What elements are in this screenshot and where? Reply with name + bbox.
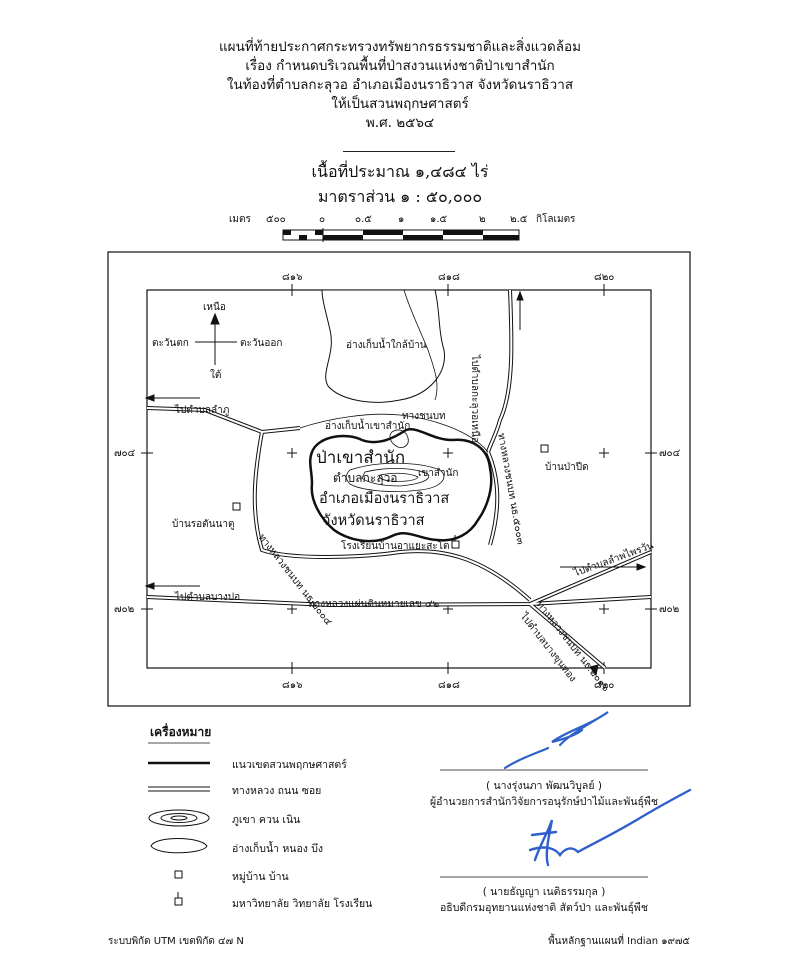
compass-west: ตะวันตก bbox=[152, 338, 189, 349]
highway-42-label: ทางหลวงแผ่นดินหมายเลข ๔๒ bbox=[308, 599, 440, 610]
scale-unit-right: กิโลเมตร bbox=[536, 214, 576, 225]
footer-datum: พื้นหลักฐานแผนที่ Indian ๑๙๗๕ bbox=[548, 936, 690, 947]
reservoir-north-label: อ่างเก็บน้ำใกล้บ้าน bbox=[346, 340, 427, 351]
title-line-3: ในท้องที่ตำบลกะลุวอ อำเภอเมืองนราธิวาส จ… bbox=[226, 77, 574, 93]
title-line-4: ให้เป็นสวนพฤกษศาสตร์ bbox=[331, 96, 469, 112]
botanical-garden-boundary bbox=[308, 428, 493, 543]
grid-label-top: ๘๒๐ bbox=[594, 272, 615, 283]
rural-track bbox=[299, 413, 489, 453]
outer-map-frame bbox=[107, 251, 691, 707]
to-kaluwo-nuea-label: ไปตำบลกะลุวอเหนือ bbox=[469, 355, 480, 443]
signer-1-position: ผู้อำนวยการสำนักวิจัยการอนุรักษ์ป่าไม้แล… bbox=[430, 796, 658, 808]
map-title-block: แผนที่ท้ายประกาศกระทรวงทรัพยากรธรรมชาติแ… bbox=[0, 38, 800, 133]
legend-item-road: ทางหลวง ถนน ซอย bbox=[232, 785, 322, 797]
village-pa-pid-marker bbox=[540, 444, 549, 453]
scale-tick-label: ๑ bbox=[398, 214, 405, 225]
rural-road-label: ทางชนบท bbox=[402, 411, 446, 422]
north-stream bbox=[403, 289, 438, 401]
signer-1-name: ( นางรุ่งนภา พัฒนวิบูลย์ ) bbox=[486, 780, 602, 792]
compass-east: ตะวันออก bbox=[240, 338, 283, 349]
grid-ticks bbox=[141, 284, 657, 674]
roads-inner bbox=[146, 289, 652, 669]
grid-label-left: ๗๐๒ bbox=[114, 604, 135, 615]
compass bbox=[195, 312, 237, 365]
amphoe-label: อำเภอเมืองนราธิวาส bbox=[319, 491, 450, 507]
khao-samnak-reservoir bbox=[389, 429, 409, 448]
area-text: เนื้อที่ประมาณ ๑,๔๘๔ ไร่ bbox=[311, 162, 489, 181]
footer-coordinate-system: ระบบพิกัด UTM เขตพิกัด ๔๗ N bbox=[108, 936, 244, 947]
to-bang-po-label: ไปตำบลบางปอ bbox=[175, 592, 241, 603]
scale-tick-label: ๑.๕ bbox=[430, 214, 448, 225]
tambon-label: ตำบลกะลุวอ bbox=[333, 471, 398, 485]
village-ror-tan-label: บ้านรอตันนาตู bbox=[172, 519, 235, 530]
scale-unit-left: เมตร bbox=[229, 214, 251, 225]
signer-2-name: ( นายธัญญา เนติธรรมกุล ) bbox=[482, 886, 606, 898]
scale-bar-segments bbox=[282, 228, 520, 242]
hill-contours bbox=[345, 462, 445, 492]
signature-2-scribble bbox=[528, 788, 692, 867]
title-year: พ.ศ. ๒๕๖๔ bbox=[365, 115, 435, 131]
school-marker bbox=[451, 540, 460, 549]
grid-label-right: ๗๐๔ bbox=[659, 448, 681, 459]
title-divider bbox=[343, 151, 455, 152]
scale-tick-label: ๐.๕ bbox=[355, 214, 372, 225]
grid-label-top: ๘๑๘ bbox=[438, 272, 460, 283]
scale-text: มาตราส่วน ๑ : ๕๐,๐๐๐ bbox=[317, 187, 483, 206]
road-arrows bbox=[144, 290, 647, 677]
scale-tick-label: ๒ bbox=[479, 214, 486, 225]
grid-label-bottom: ๘๒๐ bbox=[594, 680, 615, 691]
signature-1-scribble bbox=[503, 711, 609, 770]
school-label: โรงเรียนบ้านอาแยะสะโต bbox=[341, 541, 450, 552]
title-line-2: เรื่อง กำหนดบริเวณพื้นที่ป่าสงวนแห่งชาติ… bbox=[245, 58, 555, 74]
signer-2-position: อธิบดีกรมอุทยานแห่งชาติ สัตว์ป่า และพันธ… bbox=[440, 902, 648, 914]
grid-label-right: ๗๐๒ bbox=[659, 604, 680, 615]
compass-south: ใต้ bbox=[210, 370, 222, 381]
grid-label-bottom: ๘๑๖ bbox=[282, 680, 303, 691]
legend-symbols bbox=[148, 761, 210, 906]
legend-item-boundary: แนวเขตสวนพฤกษศาสตร์ bbox=[232, 759, 347, 771]
legend-item-hill: ภูเขา ควน เนิน bbox=[232, 814, 301, 826]
legend-item-village: หมู่บ้าน บ้าน bbox=[232, 871, 289, 883]
khao-samnak-label: เขาสำนัก bbox=[418, 468, 459, 479]
grid-label-top: ๘๑๖ bbox=[282, 272, 303, 283]
scale-tick-label: ๒.๕ bbox=[510, 214, 528, 225]
compass-north: เหนือ bbox=[203, 302, 226, 313]
north-reservoir bbox=[321, 289, 446, 403]
reservoir-khao-samnak-label: อ่างเก็บน้ำเขาสำนัก bbox=[325, 421, 411, 432]
changwat-label: จังหวัดนราธิวาส bbox=[322, 513, 425, 529]
grid-label-bottom: ๘๑๘ bbox=[438, 680, 460, 691]
legend-item-school: มหาวิทยาลัย วิทยาลัย โรงเรียน bbox=[232, 898, 373, 910]
title-line-1: แผนที่ท้ายประกาศกระทรวงทรัพยากรธรรมชาติแ… bbox=[218, 39, 582, 55]
village-pa-pid-label: บ้านป่าปีด bbox=[545, 462, 589, 473]
grid-label-left: ๗๐๔ bbox=[114, 448, 136, 459]
to-lam-phu-label: ไปตำบลลำภู bbox=[175, 405, 230, 416]
scale-tick-label: ๐ bbox=[319, 214, 326, 225]
legend-item-reservoir: อ่างเก็บน้ำ หนอง บึง bbox=[232, 843, 324, 855]
forest-name-label: ป่าเขาสำนัก bbox=[316, 448, 406, 468]
village-ror-tan-marker bbox=[232, 502, 241, 511]
scale-tick-label: ๕๐๐ bbox=[266, 214, 286, 225]
legend-title: เครื่องหมาย bbox=[150, 725, 212, 739]
